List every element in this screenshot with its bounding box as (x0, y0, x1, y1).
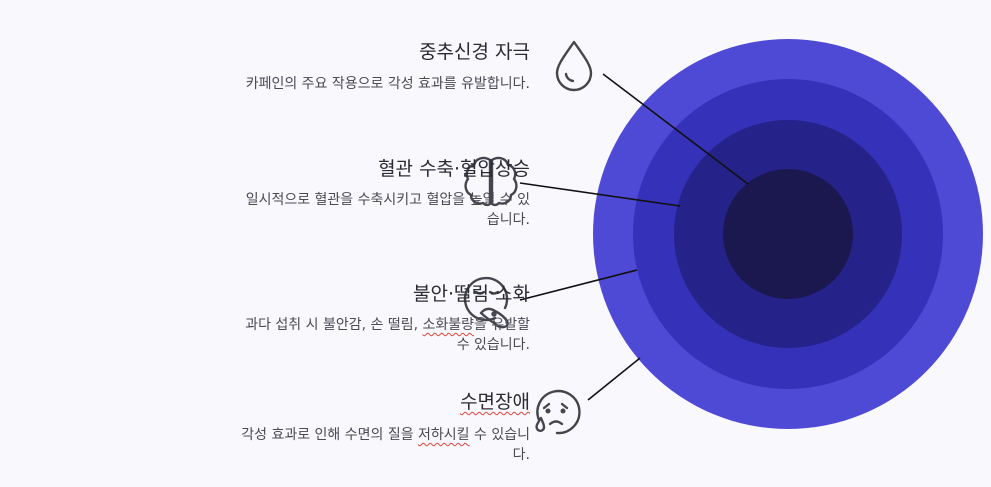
item-blood-pressure: 혈관 수축·혈압상승 일시적으로 혈관을 수축시키고 혈압을 높일 수 있 습니… (130, 156, 530, 230)
connector-line-4 (587, 357, 641, 401)
item-description-line: 다. (512, 447, 530, 463)
connector-line-2 (519, 182, 681, 207)
ring-core (723, 169, 853, 299)
text-fragment: 수 있습니 (469, 427, 530, 443)
sick-face-icon (463, 276, 509, 329)
item-description: 각성 효과로 인해 수면의 질을 저하시킬 수 있습니 다. (130, 425, 530, 465)
item-title: 불안·떨림·소화 (413, 283, 530, 305)
text-fragment: 과다 섭취 시 불안감, 손 떨림, (245, 317, 423, 333)
item-title: 혈관 수축·혈압상승 (378, 158, 530, 180)
item-description-line: 각성 효과로 인해 수면의 질을 저하시킬 수 있습니 (130, 425, 530, 445)
connector-line-1 (602, 73, 749, 185)
item-title: 수면장애 (130, 389, 530, 415)
connector-line-3 (519, 269, 638, 301)
item-sleep: 수면장애 각성 효과로 인해 수면의 질을 저하시킬 수 있습니 다. (130, 389, 530, 465)
item-description: 일시적으로 혈관을 수축시키고 혈압을 높일 수 있 습니다. (130, 190, 530, 230)
text-fragment: 을 유발할 (474, 317, 530, 333)
item-description-line: 과다 섭취 시 불안감, 손 떨림, 소화불량을 유발할 (130, 315, 530, 335)
spellcheck-word: 소화불량 (422, 317, 475, 333)
worried-face-icon (535, 389, 581, 435)
spellcheck-word: 저하시킬 (418, 427, 470, 443)
item-description: 카페인의 주요 작용으로 각성 효과를 유발합니다. (245, 76, 530, 92)
brain-icon (464, 156, 518, 207)
item-description-line: 습니다. (486, 212, 530, 228)
item-anxiety: 불안·떨림·소화 과다 섭취 시 불안감, 손 떨림, 소화불량을 유발할 수 … (130, 281, 530, 355)
item-description-line: 수 있습니다. (456, 337, 530, 353)
item-description: 과다 섭취 시 불안감, 손 떨림, 소화불량을 유발할 수 있습니다. (130, 315, 530, 355)
item-title: 중추신경 자극 (419, 41, 530, 63)
water-drop-icon (555, 40, 593, 92)
item-central-nerve: 중추신경 자극 카페인의 주요 작용으로 각성 효과를 유발합니다. (130, 39, 530, 94)
item-description-line: 일시적으로 혈관을 수축시키고 혈압을 높일 수 있 (245, 192, 530, 208)
text-fragment: 각성 효과로 인해 수면의 질을 (241, 427, 419, 443)
spellcheck-word: 수면장애 (460, 391, 530, 413)
